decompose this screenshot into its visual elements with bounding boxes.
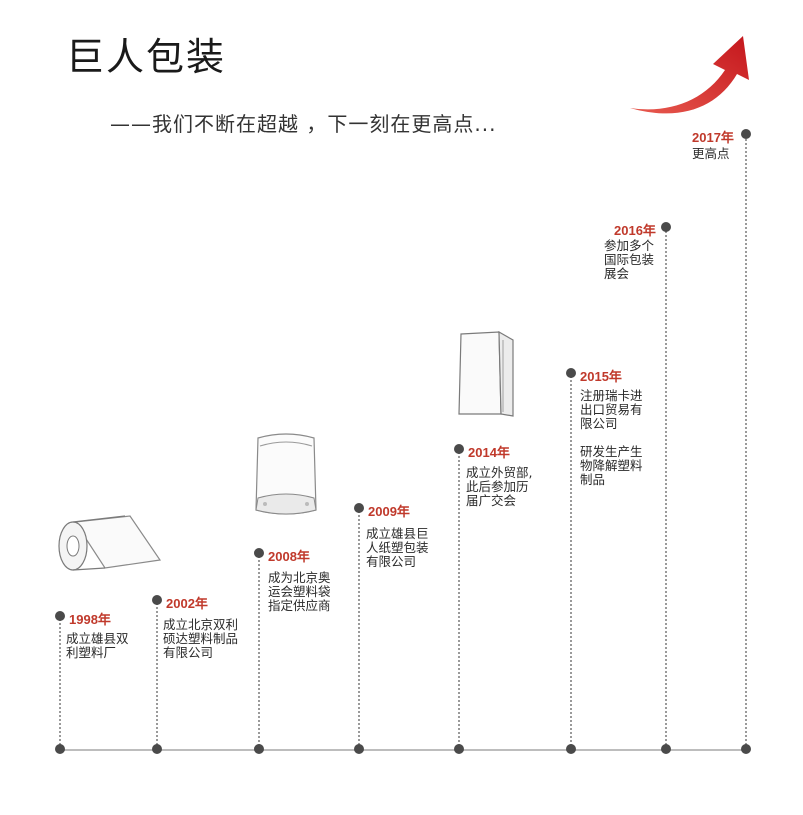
timeline-stem <box>59 616 61 749</box>
timeline-dot <box>566 368 576 378</box>
timeline-year: 2017年 <box>692 127 734 146</box>
timeline-year: 2002年 <box>166 593 208 612</box>
timeline-desc: 成立北京双利 硕达塑料制品 有限公司 <box>163 618 238 660</box>
timeline-stem <box>458 449 460 749</box>
timeline-desc: 注册瑞卡进 出口贸易有 限公司 研发生产生 物降解塑料 制品 <box>580 389 643 487</box>
baseline-dot <box>741 744 751 754</box>
timeline-dot <box>661 222 671 232</box>
baseline-dot <box>254 744 264 754</box>
timeline-baseline <box>60 749 748 751</box>
timeline-dot <box>55 611 65 621</box>
timeline-stem <box>745 134 747 749</box>
timeline-year: 2008年 <box>268 546 310 565</box>
stand-up-pouch-icon <box>250 430 322 520</box>
timeline-desc: 参加多个 国际包装 展会 <box>604 239 654 281</box>
timeline-stem <box>156 600 158 749</box>
timeline-dot <box>454 444 464 454</box>
timeline-dot <box>254 548 264 558</box>
timeline-dot <box>152 595 162 605</box>
timeline-desc: 成立外贸部, 此后参加历 届广交会 <box>466 466 532 508</box>
rising-arrow-icon <box>625 30 755 125</box>
baseline-dot <box>661 744 671 754</box>
timeline-stem <box>665 227 667 749</box>
timeline-dot <box>741 129 751 139</box>
baseline-dot <box>566 744 576 754</box>
page-subtitle: ——我们不断在超越 ，下一刻在更高点... <box>110 108 496 137</box>
timeline-year: 2015年 <box>580 366 622 385</box>
timeline-desc: 成立雄县双 利塑料厂 <box>66 632 129 660</box>
baseline-dot <box>152 744 162 754</box>
timeline-year: 2009年 <box>368 501 410 520</box>
baseline-dot <box>354 744 364 754</box>
timeline-year: 2016年 <box>614 220 656 239</box>
timeline-desc: 成为北京奥 运会塑料袋 指定供应商 <box>268 571 331 613</box>
timeline-desc: 更高点 <box>692 147 730 161</box>
baseline-dot <box>454 744 464 754</box>
timeline-year: 2014年 <box>468 442 510 461</box>
timeline-stem <box>358 508 360 749</box>
timeline-stem <box>570 373 572 749</box>
timeline-desc: 成立雄县巨 人纸塑包装 有限公司 <box>366 527 429 569</box>
paper-bag-icon <box>455 328 519 420</box>
baseline-dot <box>55 744 65 754</box>
page-title: 巨人包装 <box>66 26 226 81</box>
timeline-year: 1998年 <box>69 609 111 628</box>
paper-roll-icon <box>55 510 165 585</box>
timeline-stem <box>258 553 260 749</box>
timeline-dot <box>354 503 364 513</box>
